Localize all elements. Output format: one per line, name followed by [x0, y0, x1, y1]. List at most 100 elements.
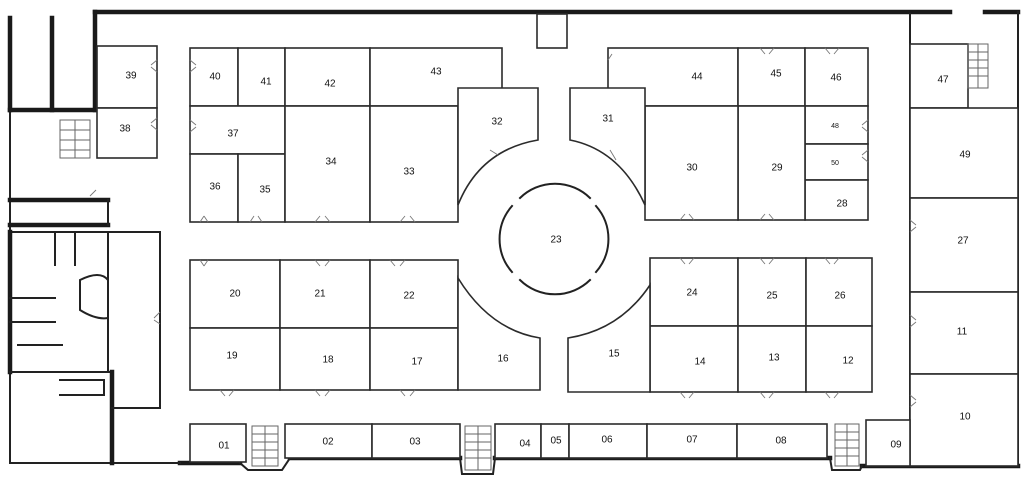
- unit-label-23: 23: [550, 235, 562, 246]
- unit-50: [804, 143, 869, 181]
- unit-30: [644, 105, 739, 221]
- service-alcove: [536, 13, 568, 49]
- unit-label-28: 28: [836, 199, 848, 210]
- unit-37: [189, 105, 286, 155]
- rooms-west: [96, 45, 158, 159]
- unit-40: [189, 47, 239, 107]
- doors: [89, 47, 917, 408]
- unit-label-37: 37: [227, 129, 239, 140]
- unit-label-11: 11: [957, 327, 968, 338]
- unit-32: [457, 87, 539, 206]
- unit-label-21: 21: [314, 289, 326, 300]
- unit-17: [369, 327, 459, 391]
- unit-label-50: 50: [831, 160, 839, 167]
- unit-19: [189, 327, 281, 391]
- unit-29: [737, 105, 806, 221]
- rooms-east: [909, 13, 1019, 467]
- stairs: [251, 423, 860, 471]
- unit-label-49: 49: [959, 150, 971, 161]
- unit-33: [369, 105, 459, 223]
- unit-label-35: 35: [259, 185, 271, 196]
- unit-13: [737, 325, 807, 393]
- rooms-north-west: [189, 47, 539, 223]
- unit-11: [909, 291, 1019, 375]
- unit-16: [457, 275, 541, 391]
- unit-label-24: 24: [686, 288, 698, 299]
- unit-label-06: 06: [601, 435, 613, 446]
- unit-label-33: 33: [403, 167, 415, 178]
- unit-label-48: 48: [831, 123, 839, 130]
- unit-03: [371, 423, 461, 459]
- unit-label-45: 45: [770, 69, 782, 80]
- unit-label-46: 46: [830, 73, 842, 84]
- unit-31: [569, 87, 646, 206]
- unit-22: [369, 259, 459, 329]
- unit-28: [804, 179, 869, 221]
- unit-label-40: 40: [209, 72, 221, 83]
- unit-label-36: 36: [209, 182, 221, 193]
- unit-20: [189, 259, 281, 329]
- unit-label-08: 08: [775, 436, 787, 447]
- unit-label-29: 29: [771, 163, 783, 174]
- unit-34: [284, 105, 371, 223]
- unit-label-22: 22: [403, 291, 415, 302]
- unit-label-03: 03: [409, 437, 421, 448]
- unit-label-32: 32: [491, 117, 503, 128]
- unit-36: [189, 153, 239, 223]
- unit-label-44: 44: [691, 72, 703, 83]
- unit-42: [284, 47, 371, 107]
- unit-35: [237, 153, 286, 223]
- unit-label-34: 34: [325, 157, 337, 168]
- unit-label-18: 18: [322, 355, 334, 366]
- unit-label-41: 41: [260, 77, 272, 88]
- unit-label-42: 42: [324, 79, 336, 90]
- unit-label-31: 31: [602, 114, 614, 125]
- unit-12: [805, 325, 873, 393]
- unit-label-14: 14: [694, 357, 706, 368]
- unit-label-27: 27: [957, 236, 969, 247]
- unit-label-12: 12: [842, 356, 854, 367]
- rooms-south: [189, 419, 911, 467]
- unit-09: [865, 419, 911, 467]
- unit-label-09: 09: [890, 440, 902, 451]
- unit-45: [737, 47, 806, 107]
- unit-10: [909, 373, 1019, 467]
- unit-label-30: 30: [686, 163, 698, 174]
- unit-01: [189, 423, 247, 463]
- unit-label-38: 38: [119, 124, 131, 135]
- unit-label-25: 25: [766, 291, 778, 302]
- rotunda: [498, 182, 610, 296]
- unit-label-26: 26: [834, 291, 846, 302]
- unit-label-15: 15: [608, 349, 620, 360]
- unit-08: [736, 423, 828, 459]
- unit-07: [646, 423, 738, 459]
- unit-06: [568, 423, 648, 459]
- unit-49: [909, 107, 1019, 199]
- unit-04: [494, 423, 542, 459]
- unit-label-13: 13: [768, 353, 780, 364]
- unit-label-20: 20: [229, 289, 241, 300]
- rooms-south-east: [567, 257, 873, 393]
- unit-label-39: 39: [125, 71, 137, 82]
- west-wing: [7, 15, 161, 466]
- unit-label-01: 01: [218, 441, 230, 452]
- unit-label-17: 17: [411, 357, 423, 368]
- unit-label-05: 05: [550, 436, 562, 447]
- unit-27: [909, 197, 1019, 293]
- unit-18: [279, 327, 371, 391]
- unit-label-19: 19: [226, 351, 238, 362]
- unit-label-16: 16: [497, 354, 509, 365]
- rooms-south-west: [189, 259, 541, 391]
- unit-label-10: 10: [959, 412, 971, 423]
- unit-label-07: 07: [686, 435, 698, 446]
- unit-label-04: 04: [519, 439, 531, 450]
- unit-label-43: 43: [430, 67, 442, 78]
- unit-38: [96, 107, 158, 159]
- unit-label-02: 02: [322, 437, 334, 448]
- unit-labels: 01 02 03 04 05 06 07 08 09 10 11 12 13 14 15 16 17 18 19 20…: [119, 67, 971, 452]
- unit-15: [567, 282, 651, 393]
- unit-label-47: 47: [937, 75, 949, 86]
- rooms-north-east: [569, 47, 869, 221]
